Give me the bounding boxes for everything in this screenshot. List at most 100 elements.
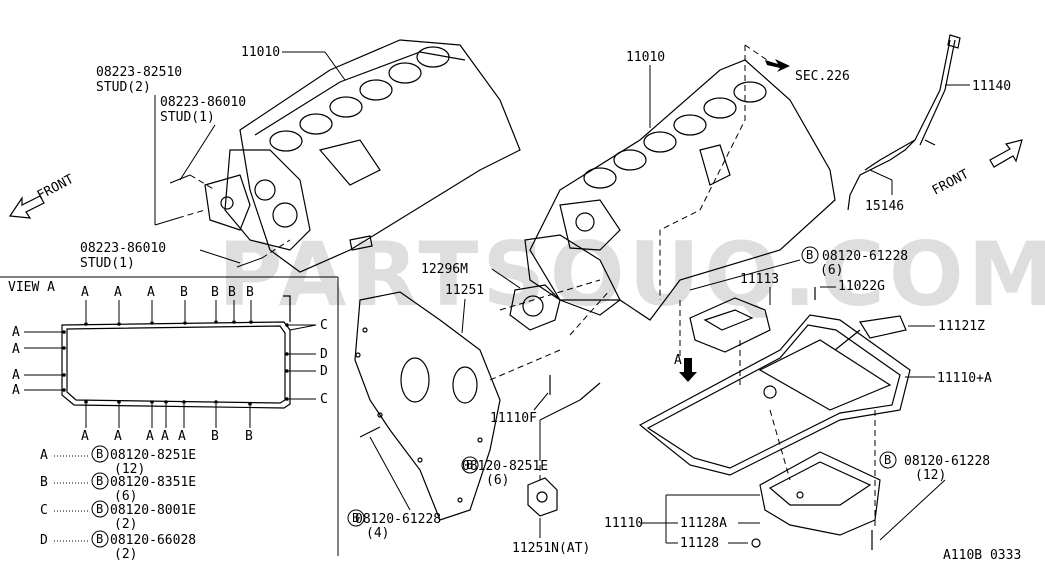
view-a-title: VIEW A bbox=[8, 280, 55, 295]
legend-key: B bbox=[40, 475, 48, 490]
label-stud-oil: 11022G bbox=[838, 279, 885, 294]
strainer bbox=[834, 315, 907, 351]
label-drain-plug: 11128 bbox=[680, 536, 719, 551]
legend-key: A bbox=[40, 448, 48, 463]
down-arrow-icon bbox=[679, 358, 697, 382]
view-a-top-letter: B bbox=[228, 285, 236, 300]
label-gasket: 11128A bbox=[680, 516, 727, 531]
legend-key: D bbox=[40, 533, 48, 548]
dowel-and-bolts bbox=[359, 375, 601, 438]
legend-marker: B bbox=[96, 532, 103, 546]
view-a-left-letter: A bbox=[12, 342, 20, 357]
view-a-bottom-letter: A bbox=[114, 429, 122, 444]
watermark: PARTSOUQ.COM bbox=[218, 223, 1045, 326]
right-cylinder-block bbox=[524, 45, 836, 321]
legend-marker: B bbox=[96, 474, 103, 488]
label-seal-retainer: 12296M bbox=[421, 262, 468, 277]
bolt-61228-b-marker: B bbox=[352, 511, 359, 525]
seal-retainer bbox=[509, 284, 561, 331]
rear-plate bbox=[354, 291, 501, 521]
bolt-61228-a-marker: B bbox=[806, 248, 813, 262]
label-dipstick: 11140 bbox=[972, 79, 1011, 94]
label-block-left: 11010 bbox=[241, 45, 280, 60]
front-label-right: FRONT bbox=[930, 167, 972, 199]
view-a-legend: A B 08120-8251E (12) B B 08120-8351E (6)… bbox=[40, 445, 196, 562]
view-a-top-letter: B bbox=[246, 285, 254, 300]
view-a-right-letter: D bbox=[320, 347, 328, 362]
view-a-top-letter: A bbox=[114, 285, 122, 300]
label-bolt-61228-a: 08120-61228 bbox=[822, 249, 908, 264]
baffle bbox=[689, 297, 771, 353]
legend-bolt: 08120-66028 bbox=[110, 533, 196, 548]
front-label-left: FRONT bbox=[35, 172, 77, 204]
bolt-8251-marker: B bbox=[466, 458, 473, 472]
label-bolt-61228-b: 08120-61228 bbox=[355, 512, 441, 527]
label-lower-pan: 11110 bbox=[604, 516, 643, 531]
footer-code: A110B 0333 bbox=[943, 548, 1021, 563]
view-a-top-letter: B bbox=[211, 285, 219, 300]
view-a-left-letter: A bbox=[12, 325, 20, 340]
label-bolt-61228-b-qty: (4) bbox=[366, 526, 389, 541]
view-a-left-letter: A bbox=[12, 383, 20, 398]
legend-marker: B bbox=[96, 447, 103, 461]
view-a-bottom-letter: A bbox=[146, 429, 154, 444]
legend-qty: (12) bbox=[114, 462, 145, 477]
view-a-bottom-letter: B bbox=[211, 429, 219, 444]
view-a-bottom-letter: A bbox=[161, 429, 169, 444]
label-strainer: 11121Z bbox=[938, 319, 985, 334]
label-at-cover: 11251N(AT) bbox=[512, 541, 590, 556]
view-a-left-letter: A bbox=[12, 368, 20, 383]
legend-marker: B bbox=[96, 502, 103, 516]
view-a-right-letter: C bbox=[320, 392, 328, 407]
view-a-right-letter: D bbox=[320, 364, 328, 379]
view-a-bottom-letter: A bbox=[81, 429, 89, 444]
legend-qty: (6) bbox=[114, 489, 137, 504]
view-a-bottom-letter: A bbox=[178, 429, 186, 444]
label-block-right: 11010 bbox=[626, 50, 665, 65]
label-bolt-61228-c: 08120-61228 bbox=[904, 454, 990, 469]
front-arrow-right-icon bbox=[989, 139, 1023, 168]
legend-key: C bbox=[40, 503, 48, 518]
label-bolt-61228-c-qty: (12) bbox=[915, 468, 946, 483]
legend-qty: (2) bbox=[114, 517, 137, 532]
left-cylinder-block bbox=[204, 39, 521, 273]
label-baffle: 11113 bbox=[740, 272, 779, 287]
label-stud-b-number: 08223-86010 bbox=[160, 95, 246, 110]
assembly-guide-lines bbox=[489, 279, 876, 530]
view-a-panel: VIEW A A A A B B B B bbox=[0, 276, 339, 562]
legend-qty: (2) bbox=[114, 547, 137, 562]
label-oil-pan: 11110+A bbox=[937, 371, 992, 386]
bolt-61228-c-marker: B bbox=[884, 453, 891, 467]
label-stud-a-number: 08223-82510 bbox=[96, 65, 182, 80]
label-bolt-8251-qty: (6) bbox=[486, 473, 509, 488]
upper-oil-pan bbox=[638, 314, 911, 476]
view-a-bolt-dots bbox=[62, 320, 289, 406]
view-a-right-letter: C bbox=[320, 318, 328, 333]
view-a-bottom-letter: B bbox=[245, 429, 253, 444]
view-a-marker: A bbox=[674, 353, 682, 368]
label-stud-c-number: 08223-86010 bbox=[80, 241, 166, 256]
label-sec-ref: SEC.226 bbox=[795, 69, 850, 84]
at-cover bbox=[527, 477, 558, 517]
label-dowel: 11110F bbox=[490, 411, 537, 426]
view-a-top-letter: A bbox=[81, 285, 89, 300]
label-rear-plate: 11251 bbox=[445, 283, 484, 298]
left-studs bbox=[154, 174, 291, 268]
label-stud-a-name: STUD(2) bbox=[96, 80, 151, 95]
legend-bolt: 08120-8351E bbox=[110, 475, 196, 490]
front-arrow-left-icon bbox=[8, 195, 45, 219]
sec-arrow-icon bbox=[744, 44, 790, 72]
view-a-top-letter: B bbox=[180, 285, 188, 300]
view-a-top-letter: A bbox=[147, 285, 155, 300]
dipstick bbox=[847, 34, 961, 211]
label-dipstick-guide: 15146 bbox=[865, 199, 904, 214]
label-stud-b-name: STUD(1) bbox=[160, 110, 215, 125]
legend-bolt: 08120-8001E bbox=[110, 503, 196, 518]
lower-oil-pan bbox=[759, 451, 881, 536]
label-bolt-61228-a-qty: (6) bbox=[820, 263, 843, 278]
legend-bolt: 08120-8251E bbox=[110, 448, 196, 463]
label-stud-c-name: STUD(1) bbox=[80, 256, 135, 271]
label-bolt-8251: 08120-8251E bbox=[462, 459, 548, 474]
